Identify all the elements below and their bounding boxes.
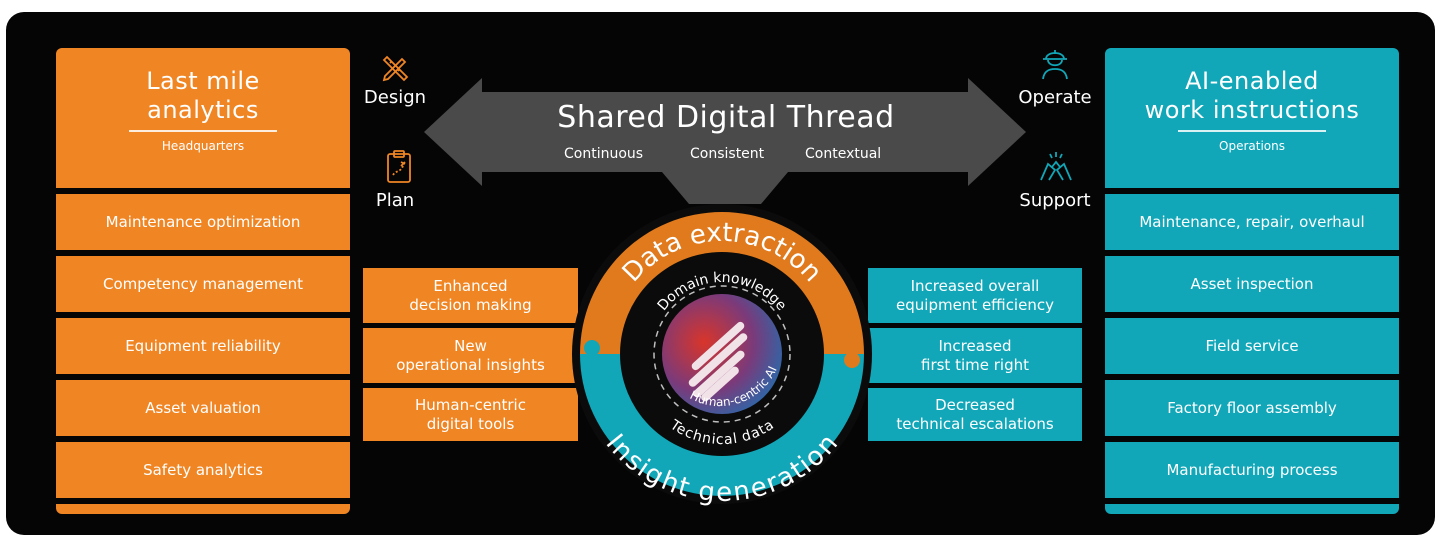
tag-contextual: Contextual — [805, 146, 882, 162]
pencil-ruler-icon — [382, 55, 409, 82]
right-item-mro: Maintenance, repair, overhaul — [1105, 194, 1399, 250]
right-panel-subtitle: Operations — [1219, 139, 1285, 153]
plan-label: Plan — [375, 190, 415, 211]
left-panel-subtitle: Headquarters — [161, 139, 245, 153]
left-panel-divider — [129, 130, 277, 132]
shared-digital-thread-arrow — [424, 78, 1026, 204]
design-label: Design — [363, 87, 427, 108]
right-panel-divider — [1178, 130, 1326, 132]
right-panel-footer — [1105, 504, 1399, 514]
right-item-manufacturing-process: Manufacturing process — [1105, 442, 1399, 498]
right-item-field-service: Field service — [1105, 318, 1399, 374]
clipboard-plan-icon — [387, 150, 411, 183]
tag-consistent: Consistent — [690, 146, 765, 162]
left-panel-footer — [56, 504, 350, 514]
left-item-maintenance-optimization: Maintenance optimization — [56, 194, 350, 250]
right-item-asset-inspection: Asset inspection — [1105, 256, 1399, 312]
support-label: Support — [1019, 190, 1091, 211]
left-item-competency-management: Competency management — [56, 256, 350, 312]
hand-logo-icon — [688, 321, 748, 402]
handshake-icon — [1040, 152, 1072, 181]
shared-digital-thread-title: Shared Digital Thread — [557, 100, 895, 135]
worker-helmet-icon — [1042, 50, 1068, 80]
left-item-equipment-reliability: Equipment reliability — [56, 318, 350, 374]
tag-continuous: Continuous — [564, 146, 644, 162]
operate-label: Operate — [1018, 87, 1092, 108]
right-item-factory-floor-assembly: Factory floor assembly — [1105, 380, 1399, 436]
central-circle: Data extraction Insight generation Domai… — [572, 204, 872, 508]
left-item-asset-valuation: Asset valuation — [56, 380, 350, 436]
left-item-safety-analytics: Safety analytics — [56, 442, 350, 498]
